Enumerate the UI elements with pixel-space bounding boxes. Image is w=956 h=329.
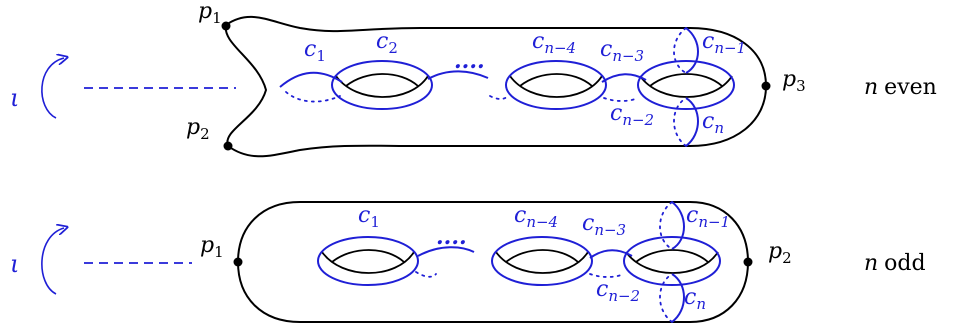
top-point-p1 [221,21,231,31]
top-curve-cn2 [637,60,735,110]
bottom-label-p1: p1 [200,233,224,261]
bottom-point-p1 [233,257,243,267]
bottom-curve-mid-hidden [415,271,437,278]
top-dots: .... [454,48,485,74]
bottom-label-cn1: cn−1 [686,203,730,231]
top-label-cn4: cn−4 [532,29,576,57]
top-diagram: ι [10,0,937,158]
top-point-p3 [761,81,771,91]
bottom-curve-cn4 [491,236,593,286]
top-hole-3 [639,73,733,98]
bottom-curve-cn3-solid [417,246,475,257]
top-curve-cn3b-solid [601,73,647,83]
top-curve-c1-hidden [285,91,341,103]
bottom-label-cn: cn [684,285,706,313]
top-label-p2: p2 [186,115,210,143]
top-curve-cn4 [505,60,607,110]
top-label-cn2: cn−2 [610,101,654,129]
top-label-cn3: cn−3 [600,37,644,65]
bottom-label-cn2: cn−2 [596,277,640,305]
top-label-cn1: cn−1 [702,29,746,57]
top-label-c1: c1 [304,37,326,65]
top-label-p1: p1 [198,0,222,27]
bottom-curve-cn2 [623,236,721,286]
bottom-curve-cn1-hidden [659,201,673,250]
bottom-curve-cn3b-solid [589,249,633,259]
top-curve-mid-hidden [489,95,509,100]
top-curve-cn-hidden [673,97,687,147]
bottom-hole-1 [321,249,415,274]
bottom-curve-c1 [317,236,419,286]
top-surface-outline [224,15,768,158]
top-label-p3: p3 [782,67,806,95]
bottom-curve-cn1-solid [671,201,685,250]
top-curve-cn3-solid [427,70,489,80]
bottom-curve-cn-hidden [659,273,673,323]
bottom-surface-outline [236,201,750,323]
top-hole-1 [335,73,429,98]
top-point-p2 [223,141,233,151]
bottom-hole-3 [625,249,719,274]
bottom-label-cn3: cn−3 [582,211,626,239]
bottom-dots: .... [436,224,467,250]
bottom-label-cn4: cn−4 [514,203,558,231]
bottom-iota-label: ι [10,250,19,278]
bottom-diagram: ι [10,201,926,323]
bottom-rotation-arrow [41,228,64,295]
bottom-curve-cn-solid [671,273,685,323]
top-curve-cn1-solid [685,27,699,74]
top-rotation-arrow [41,58,64,119]
top-label-cn: cn [702,109,724,137]
top-curve-c1-solid [279,71,343,88]
top-curve-cn-solid [685,97,699,147]
top-label-c2: c2 [376,29,398,57]
top-curve-cn1-hidden [673,27,687,74]
bottom-hole-2 [495,249,589,274]
bottom-label-c1: c1 [358,203,380,231]
top-iota-label: ι [10,84,19,112]
bottom-point-p2 [743,257,753,267]
top-hole-2 [509,73,603,98]
bottom-label-p2: p2 [768,239,792,267]
top-curve-c2 [331,60,433,110]
